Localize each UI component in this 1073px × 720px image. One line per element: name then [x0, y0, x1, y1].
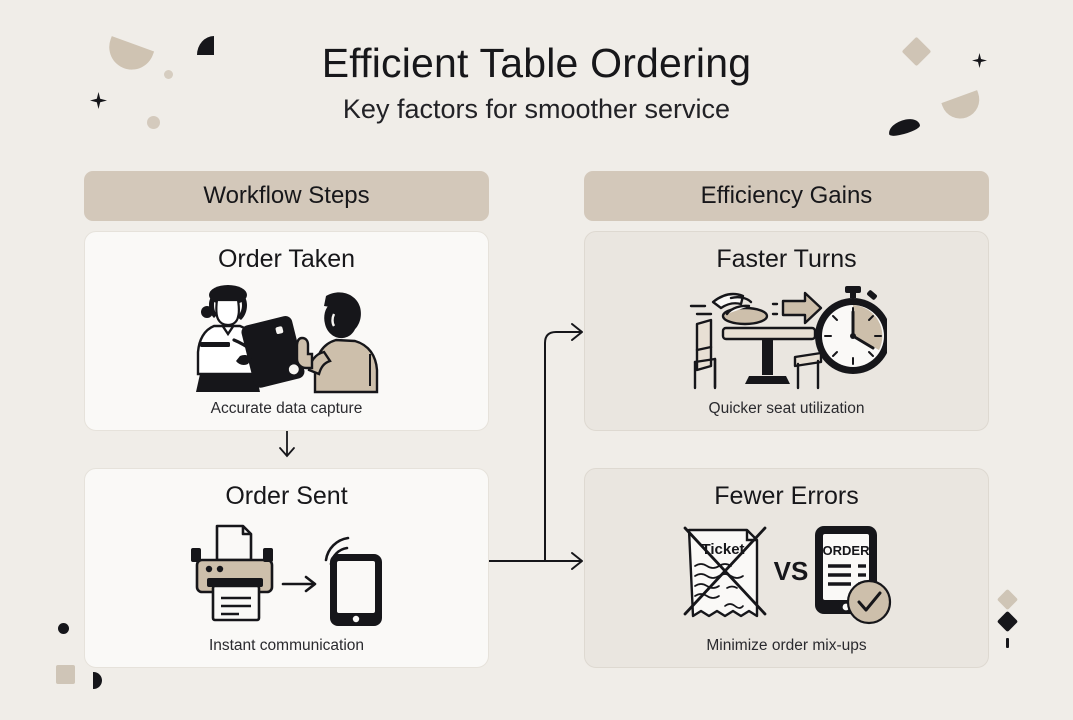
card-faster-turns[interactable]: Faster Turns [584, 231, 989, 431]
printer-to-tablet-wireless-icon [190, 524, 382, 626]
page-subtitle: Key factors for smoother service [342, 94, 731, 125]
branch-arrow-connector [487, 323, 583, 570]
card-caption: Minimize order mix-ups [706, 637, 867, 654]
page-title: Efficient Table Ordering [321, 40, 752, 86]
column-efficiency-gains: Efficiency Gains Faster Turns [584, 171, 989, 668]
server-with-tablet-and-customer-icon [196, 284, 379, 393]
card-title: Faster Turns [716, 245, 857, 273]
card-title: Fewer Errors [714, 482, 859, 510]
square-tan-decoration [56, 665, 75, 684]
diamond-black-right-decoration [996, 610, 1019, 633]
card-art [95, 513, 478, 638]
card-order-sent[interactable]: Order Sent [84, 468, 489, 668]
versus-label: VS [774, 556, 809, 586]
card-fewer-errors[interactable]: Fewer Errors Ticket [584, 468, 989, 668]
column-header-label: Efficiency Gains [700, 182, 873, 209]
card-order-taken[interactable]: Order Taken [84, 231, 489, 431]
ticket-label: Ticket [701, 541, 744, 558]
column-header-efficiency: Efficiency Gains [584, 171, 989, 221]
card-art: Ticket [595, 513, 978, 638]
card-art [595, 276, 978, 401]
half-circle-black-decoration [93, 672, 102, 689]
card-caption: Accurate data capture [210, 400, 363, 417]
card-title: Order Taken [217, 245, 356, 273]
diamond-tan-right-decoration [996, 588, 1019, 611]
card-caption: Instant communication [208, 637, 365, 654]
card-caption: Quicker seat utilization [708, 400, 865, 417]
paper-ticket-vs-tablet-order-icon: Ticket [683, 525, 892, 624]
card-title: Order Sent [225, 482, 348, 510]
dash-black-decoration [1006, 638, 1009, 648]
dot-black-decoration [58, 623, 69, 634]
card-art [95, 276, 478, 401]
order-label: ORDER [823, 543, 871, 558]
page-header: Efficient Table Ordering Key factors for… [0, 40, 1073, 126]
column-header-workflow: Workflow Steps [84, 171, 489, 221]
table-cleanup-stopwatch-icon [689, 285, 887, 389]
column-header-label: Workflow Steps [203, 182, 370, 209]
column-workflow-steps: Workflow Steps Order Taken [84, 171, 489, 668]
